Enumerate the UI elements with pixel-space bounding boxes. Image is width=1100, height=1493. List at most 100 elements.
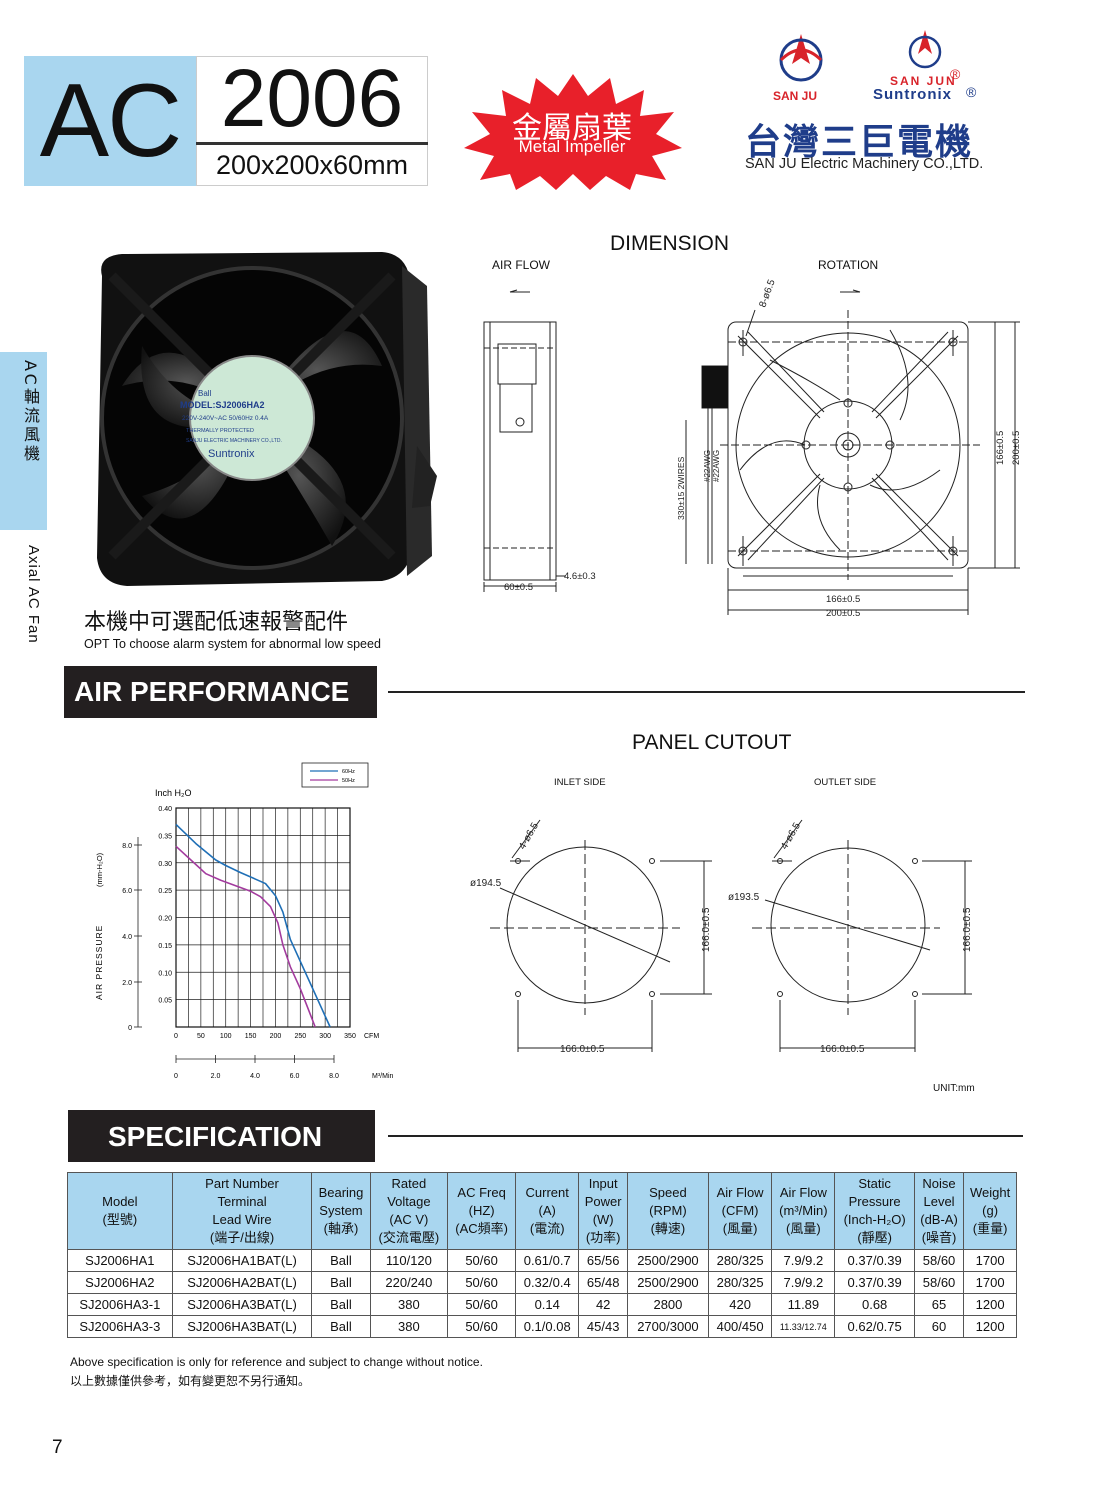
- table-cell: Ball: [311, 1249, 371, 1272]
- label-line-0: Ball: [198, 389, 212, 398]
- x-tick-label: 100: [220, 1033, 232, 1040]
- table-cell: SJ2006HA3-3: [67, 1315, 173, 1338]
- alarm-note-en: OPT To choose alarm system for abnormal …: [84, 637, 381, 651]
- table-cell: 1700: [963, 1249, 1017, 1272]
- table-cell: Ball: [311, 1271, 371, 1294]
- table-cell: 1200: [963, 1293, 1017, 1316]
- inlet-pitch-v: 166.0±0.5: [701, 907, 712, 952]
- x-tick-label: 50: [197, 1033, 205, 1040]
- outlet-pitch-h: 166.0±0.5: [820, 1044, 865, 1055]
- spec-header-line: (CFM): [721, 1203, 759, 1218]
- spec-header-line: (W): [592, 1212, 614, 1227]
- spec-header-line: Bearing: [318, 1185, 364, 1200]
- holes-label: 8-ø6.5: [757, 278, 777, 309]
- m3-tick-label: 8.0: [329, 1073, 339, 1080]
- m3-tick-label: 2.0: [211, 1073, 221, 1080]
- mm-tick-label: 4.0: [122, 934, 132, 941]
- table-cell: 0.68: [834, 1293, 915, 1316]
- inlet-pitch-h: 166.0±0.5: [560, 1044, 605, 1055]
- plot-frame: [175, 807, 351, 1028]
- alarm-note-cn: 本機中可選配低速報警配件: [84, 610, 349, 635]
- table-cell: 11.33/12.74: [771, 1315, 836, 1338]
- spec-header-line: (RPM): [649, 1203, 687, 1218]
- spec-header-line: Noise: [922, 1176, 956, 1191]
- spec-header-line: (g): [982, 1203, 999, 1218]
- table-cell: 58/60: [913, 1271, 965, 1294]
- label-line-2: 220V-240V~AC 50/60Hz 0.4A: [182, 415, 269, 422]
- outlet-dia: ø193.5: [728, 892, 760, 903]
- spec-header-line: (型號): [102, 1212, 138, 1227]
- x-tick-label: 250: [294, 1033, 306, 1040]
- table-cell: SJ2006HA3BAT(L): [171, 1315, 313, 1338]
- company-name-cn: 台灣三巨電機: [745, 122, 974, 163]
- registered-mark-2: ®: [966, 84, 977, 100]
- table-cell: 42: [578, 1293, 628, 1316]
- y-unit-right: Inch H₂O: [155, 788, 192, 798]
- x-tick-label: 350: [344, 1033, 356, 1040]
- spec-header-line: Input: [588, 1176, 618, 1191]
- series-label: AC: [24, 56, 196, 186]
- spec-header-line: (重量): [972, 1221, 1008, 1236]
- m3-tick-label: 4.0: [250, 1073, 260, 1080]
- x-unit-m3: M³/Min: [372, 1073, 393, 1080]
- table-cell: 50/60: [447, 1315, 517, 1338]
- spec-header-line: System: [319, 1203, 363, 1218]
- dimension-title: DIMENSION: [610, 232, 730, 255]
- awg-label-2: #22AWG: [712, 450, 721, 482]
- spec-header-line: Level: [923, 1194, 955, 1209]
- spec-header-line: (交流電壓): [378, 1230, 440, 1245]
- spec-header-line: Part Number: [205, 1176, 279, 1191]
- table-cell: SJ2006HA1: [67, 1249, 173, 1272]
- outlet-holes: 4-ø6.5: [779, 821, 803, 852]
- label-line-5: Suntronix: [208, 448, 255, 460]
- specification-heading: SPECIFICATION: [68, 1110, 375, 1162]
- side-tab-en: Axial AC Fan: [25, 545, 42, 644]
- spec-header-4: AC Freq(HZ)(AC頻率): [447, 1172, 517, 1250]
- table-cell: SJ2006HA3-1: [67, 1293, 173, 1316]
- spec-header-line: Current: [525, 1185, 569, 1200]
- spec-header-line: Model: [102, 1194, 138, 1209]
- spec-header-line: Static: [858, 1176, 891, 1191]
- spec-header-line: (AC V): [389, 1212, 429, 1227]
- fan-photo: Ball MODEL:SJ2006HA2 220V-240V~AC 50/60H…: [97, 252, 437, 586]
- table-cell: Ball: [311, 1293, 371, 1316]
- spec-header-5: Current(A)(電流): [515, 1172, 580, 1250]
- side-depth-dim: 60±0.5: [504, 582, 533, 593]
- spec-header-line: Pressure: [848, 1194, 901, 1209]
- spec-header-line: AC Freq: [457, 1185, 506, 1200]
- series-line: [175, 823, 331, 1028]
- spec-header-line: (靜壓): [857, 1230, 892, 1245]
- table-cell: 2700/3000: [626, 1315, 709, 1338]
- spec-header-line: (HZ): [468, 1203, 495, 1218]
- divider-air: [388, 691, 1025, 693]
- awg-label: #22AWG: [703, 450, 712, 482]
- table-cell: 7.9/9.2: [771, 1249, 836, 1272]
- mm-tick-label: 8.0: [122, 843, 132, 850]
- inlet-dia: ø194.5: [470, 878, 502, 889]
- table-cell: 280/325: [707, 1249, 773, 1272]
- inlet-holes: 4-ø6.5: [517, 821, 541, 852]
- table-cell: 280/325: [707, 1271, 773, 1294]
- hole-pitch-v: 166±0.5: [995, 431, 1006, 465]
- x-unit-cfm: CFM: [364, 1033, 379, 1040]
- table-cell: 220/240: [369, 1271, 449, 1294]
- m3-tick-label: 6.0: [290, 1073, 300, 1080]
- table-cell: 0.14: [515, 1293, 580, 1316]
- table-cell: 0.1/0.08: [515, 1315, 580, 1338]
- x-tick-label: 200: [270, 1033, 282, 1040]
- outlet-pitch-v: 166.0±0.5: [962, 907, 973, 952]
- y-tick-label: 0.30: [158, 861, 172, 868]
- air-performance-heading: AIR PERFORMANCE: [64, 666, 377, 718]
- disclaimer-en: Above specification is only for referenc…: [70, 1355, 483, 1369]
- spec-header-line: Terminal: [217, 1194, 267, 1209]
- table-cell: 400/450: [707, 1315, 773, 1338]
- spec-header-line: Weight: [970, 1185, 1011, 1200]
- logo-suntronix: Suntronix: [873, 86, 952, 103]
- spec-header-7: Speed(RPM)(轉速): [626, 1172, 709, 1250]
- spec-header-line: (功率): [585, 1230, 621, 1245]
- mm-tick-label: 6.0: [122, 888, 132, 895]
